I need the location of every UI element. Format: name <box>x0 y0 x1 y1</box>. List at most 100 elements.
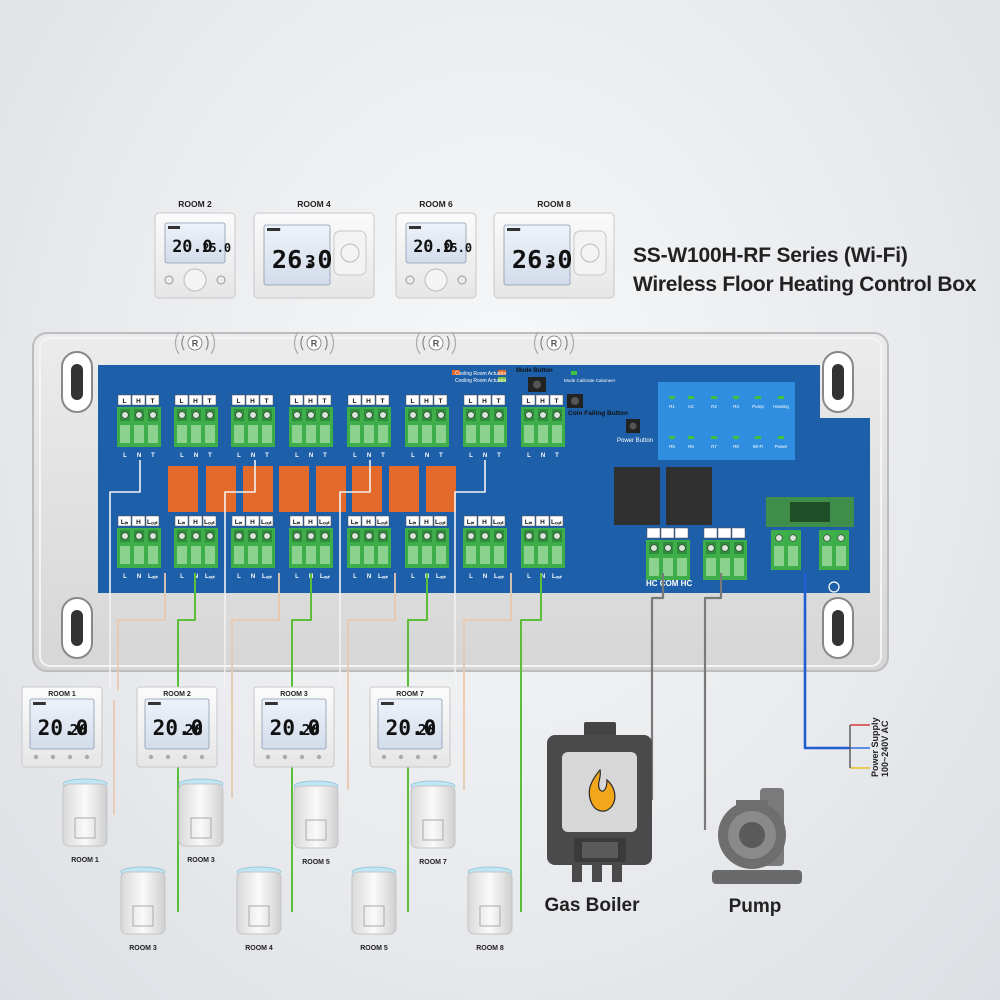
pump <box>712 788 802 884</box>
terminal-block-pump <box>703 527 747 580</box>
indicator-label: R5 <box>669 444 675 449</box>
terminal-pin-label: N <box>367 574 371 580</box>
thermostat-touch-key[interactable] <box>84 754 90 760</box>
thermostat-touch-key[interactable] <box>265 754 271 760</box>
actuator-room-label: ROOM 5 <box>302 859 330 866</box>
current-temp: 20.0 <box>413 236 453 256</box>
power-button[interactable] <box>626 419 640 433</box>
set-temp: 3 <box>545 252 556 273</box>
lcd-screen <box>503 224 571 286</box>
control-pad[interactable] <box>333 230 367 276</box>
terminal-pin-label: Lₒᵤₜ <box>378 574 388 580</box>
control-knob[interactable] <box>424 268 448 292</box>
thermostat-touch-key[interactable] <box>398 754 404 760</box>
mounting-slot <box>822 351 854 413</box>
terminal-pin-label: T <box>439 453 443 459</box>
lcd-screen <box>29 698 95 750</box>
terminal-label: H <box>540 519 545 526</box>
thermostat-touch-key[interactable] <box>316 754 322 760</box>
rf-signal-icon: R <box>533 331 575 355</box>
thermostat-touch-key[interactable] <box>199 754 205 760</box>
terminal-pin-label: T <box>151 453 155 459</box>
indicator-led <box>711 436 717 439</box>
indicator-led <box>733 436 739 439</box>
thermostat-button[interactable] <box>164 275 174 285</box>
indicator-label: R1 <box>669 404 675 409</box>
coin-falling-button[interactable] <box>567 394 583 408</box>
wire <box>803 573 850 750</box>
terminal-label: T <box>497 398 501 405</box>
indicator-led <box>755 436 761 439</box>
thermostat-touch-key[interactable] <box>33 754 39 760</box>
thermostat-touch-key[interactable] <box>381 754 387 760</box>
relay <box>243 466 273 512</box>
wall-thermostat[interactable]: ROOM 426.03R <box>253 199 375 355</box>
control-pad[interactable] <box>573 230 607 276</box>
terminal-label: T <box>555 398 559 405</box>
thermostat-touch-key[interactable] <box>282 754 288 760</box>
current-temp: 20.0 <box>386 716 437 740</box>
thermal-actuator: ROOM 5 <box>293 780 339 866</box>
thermostat-touch-key[interactable] <box>299 754 305 760</box>
thermostat-touch-key[interactable] <box>165 754 171 760</box>
terminal-label: H <box>308 398 313 405</box>
thermostat-touch-key[interactable] <box>50 754 56 760</box>
terminal-pin-label: Lₒᵤₜ <box>320 574 330 580</box>
indicator-panel <box>658 382 795 460</box>
relay <box>168 466 198 512</box>
indicator-label: R2 <box>711 404 717 409</box>
terminal-pin-label: T <box>497 453 501 459</box>
indicator-led <box>778 396 784 399</box>
wire <box>347 573 396 790</box>
thermostat-touch-key[interactable] <box>67 754 73 760</box>
indicator-label: R8 <box>733 444 739 449</box>
actuator-room-label: ROOM 3 <box>187 857 215 864</box>
terminal-label: T <box>439 398 443 405</box>
indicator-label: Wi-Fi <box>753 444 764 449</box>
terminal-label: Lᵢₙ <box>467 519 475 526</box>
terminal-label: Lₒᵤₜ <box>147 519 158 526</box>
thermostat-button[interactable] <box>216 275 226 285</box>
wall-thermostat[interactable]: ROOM 120.026 <box>21 686 103 768</box>
indicator-led <box>669 396 675 399</box>
wire <box>339 460 371 690</box>
terminal-label: L <box>295 398 299 405</box>
thermostat-touch-key[interactable] <box>148 754 154 760</box>
wall-thermostat[interactable]: ROOM 220.026 <box>136 686 218 768</box>
wall-thermostat[interactable]: ROOM 220.025.0R <box>154 199 236 355</box>
current-temp: 20.0 <box>153 716 204 740</box>
wire <box>520 573 542 912</box>
control-knob[interactable] <box>183 268 207 292</box>
actuator-room-label: ROOM 3 <box>129 945 157 952</box>
thermostat-button[interactable] <box>405 275 415 285</box>
wall-thermostat[interactable]: ROOM 320.026 <box>253 686 335 768</box>
terminal-label: H <box>136 398 141 405</box>
thermostat-touch-key[interactable] <box>432 754 438 760</box>
relay <box>316 466 346 512</box>
terminal-label: L <box>527 398 531 405</box>
lcd-screen <box>405 222 467 264</box>
wall-thermostat[interactable]: ROOM 826.03R <box>493 199 615 355</box>
thermostat-touch-key[interactable] <box>182 754 188 760</box>
rf-signal-icon: R <box>415 331 457 355</box>
terminal-label: L <box>469 398 473 405</box>
thermostat-touch-key[interactable] <box>415 754 421 760</box>
set-temp: 26 <box>185 721 203 739</box>
mode-button[interactable] <box>528 377 546 392</box>
terminal-label: H <box>193 398 198 405</box>
svg-text:R: R <box>311 339 318 349</box>
wall-thermostat[interactable]: ROOM 720.026 <box>369 686 451 768</box>
current-temp: 26.0 <box>272 245 333 274</box>
thermostat-button[interactable] <box>457 275 467 285</box>
wire <box>109 460 141 690</box>
terminal-label: H <box>250 519 255 526</box>
indicator-label: Heating <box>773 404 789 409</box>
legend-text: Cooling Room Actuator <box>455 371 507 377</box>
wall-thermostat[interactable]: ROOM 620.025.0R <box>395 199 477 355</box>
